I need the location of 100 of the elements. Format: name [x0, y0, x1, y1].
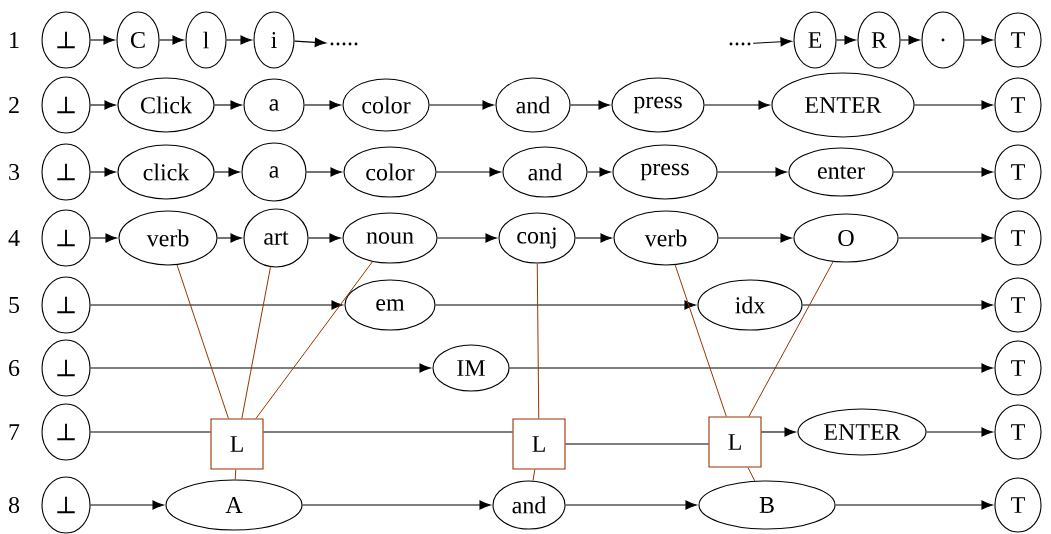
ellipse-node: verb	[118, 210, 218, 266]
arrow	[509, 363, 993, 373]
arrow	[90, 300, 343, 310]
circle-node: ⊥	[41, 476, 91, 534]
connector-line	[255, 261, 373, 419]
connector-line	[234, 469, 237, 480]
ellipse-node: R	[857, 11, 901, 69]
connector-line	[90, 431, 211, 433]
connector-line	[748, 261, 834, 417]
ellipse-node: and	[502, 146, 588, 198]
circle-node: ⊥	[41, 276, 91, 334]
arrow	[302, 500, 491, 510]
arrow	[926, 427, 993, 437]
arrow	[704, 100, 770, 110]
arrow	[717, 167, 787, 177]
connector-line	[263, 431, 513, 433]
arrow	[226, 35, 252, 45]
connector-line	[674, 264, 727, 417]
ellipse-node: T	[994, 144, 1042, 200]
arrow	[436, 167, 501, 177]
row-number: 4	[8, 230, 20, 246]
arrow	[835, 500, 993, 510]
row-number: 8	[8, 496, 20, 514]
ellipse-node: click	[117, 144, 215, 200]
arrow	[294, 37, 327, 47]
ellipse-node: T	[994, 210, 1042, 266]
ellipse-node: verb	[613, 210, 719, 266]
ellipse-node: T	[994, 340, 1042, 396]
box-node: L	[708, 416, 762, 468]
row-number: 1	[10, 32, 19, 48]
arrow	[575, 233, 612, 243]
arrow	[214, 100, 242, 110]
arrow	[214, 167, 240, 177]
arrow	[306, 167, 342, 177]
circle-node: ⊥	[41, 143, 91, 201]
ellipse-node: C	[116, 11, 160, 69]
arrow	[217, 233, 242, 243]
ellipse-node: T	[994, 277, 1042, 333]
arrow	[836, 35, 856, 45]
ellipse-node: A	[165, 479, 303, 531]
row-number: 5	[9, 297, 20, 313]
arrow	[90, 363, 431, 373]
ellipse-node: enter	[788, 147, 894, 197]
row-number: 3	[9, 163, 20, 181]
ellipse-node: color	[343, 146, 437, 198]
box-node: L	[512, 418, 566, 470]
arrow	[90, 167, 116, 177]
row-number: 7	[9, 424, 20, 440]
circle-node: ⊥	[41, 76, 91, 134]
ellipse-node: IM	[432, 344, 510, 392]
arrow	[570, 100, 610, 110]
arrow	[718, 233, 792, 243]
ellipse-node: .	[921, 11, 965, 69]
ellipse-node: Click	[117, 77, 215, 133]
row-number: 6	[9, 359, 20, 377]
arrow	[159, 35, 184, 45]
ellipse-node: ENTER	[771, 72, 915, 138]
ellipse-node: and	[495, 77, 571, 133]
ellipse-node: E	[793, 11, 837, 69]
arrow	[90, 500, 164, 510]
arrow	[435, 300, 696, 310]
circle-node: ⊥	[41, 209, 91, 267]
arrow	[964, 35, 993, 45]
ellipse-node: T	[994, 77, 1042, 133]
dots-text: .....	[330, 42, 358, 46]
arrow	[752, 37, 792, 47]
ellipse-node: a	[243, 78, 305, 132]
connector-line	[176, 264, 229, 419]
arrow	[761, 427, 796, 437]
ellipse-node: em	[344, 279, 436, 331]
ellipse-node: T	[994, 12, 1042, 68]
arrow	[900, 35, 920, 45]
circle-node: ⊥	[41, 403, 91, 461]
arrow	[429, 100, 494, 110]
connector-line	[532, 469, 536, 482]
arrow	[90, 35, 115, 45]
ellipse-node: O	[793, 213, 899, 263]
connector-line	[747, 467, 756, 482]
ellipse-node: art	[243, 208, 309, 268]
arrow	[304, 100, 341, 110]
ellipse-node: conj	[498, 212, 576, 264]
dots-text: ....	[729, 42, 751, 46]
circle-node: ⊥	[41, 11, 91, 69]
ellipse-node: press	[612, 144, 718, 200]
ellipse-node: l	[185, 11, 227, 69]
ellipse-node: idx	[697, 279, 803, 331]
ellipse-node: i	[253, 11, 295, 69]
arrow	[90, 233, 117, 243]
circle-node: ⊥	[41, 339, 91, 397]
ellipse-node: T	[994, 477, 1042, 533]
ellipse-node: ENTER	[797, 408, 927, 456]
ellipse-node: noun	[342, 212, 438, 264]
connector-line	[241, 266, 271, 419]
arrow	[437, 233, 497, 243]
ellipse-node: T	[994, 404, 1042, 460]
ellipse-node: and	[492, 480, 566, 530]
ellipse-node: color	[342, 78, 430, 132]
connector-line	[565, 443, 709, 445]
arrow	[898, 233, 993, 243]
box-node: L	[210, 418, 264, 470]
